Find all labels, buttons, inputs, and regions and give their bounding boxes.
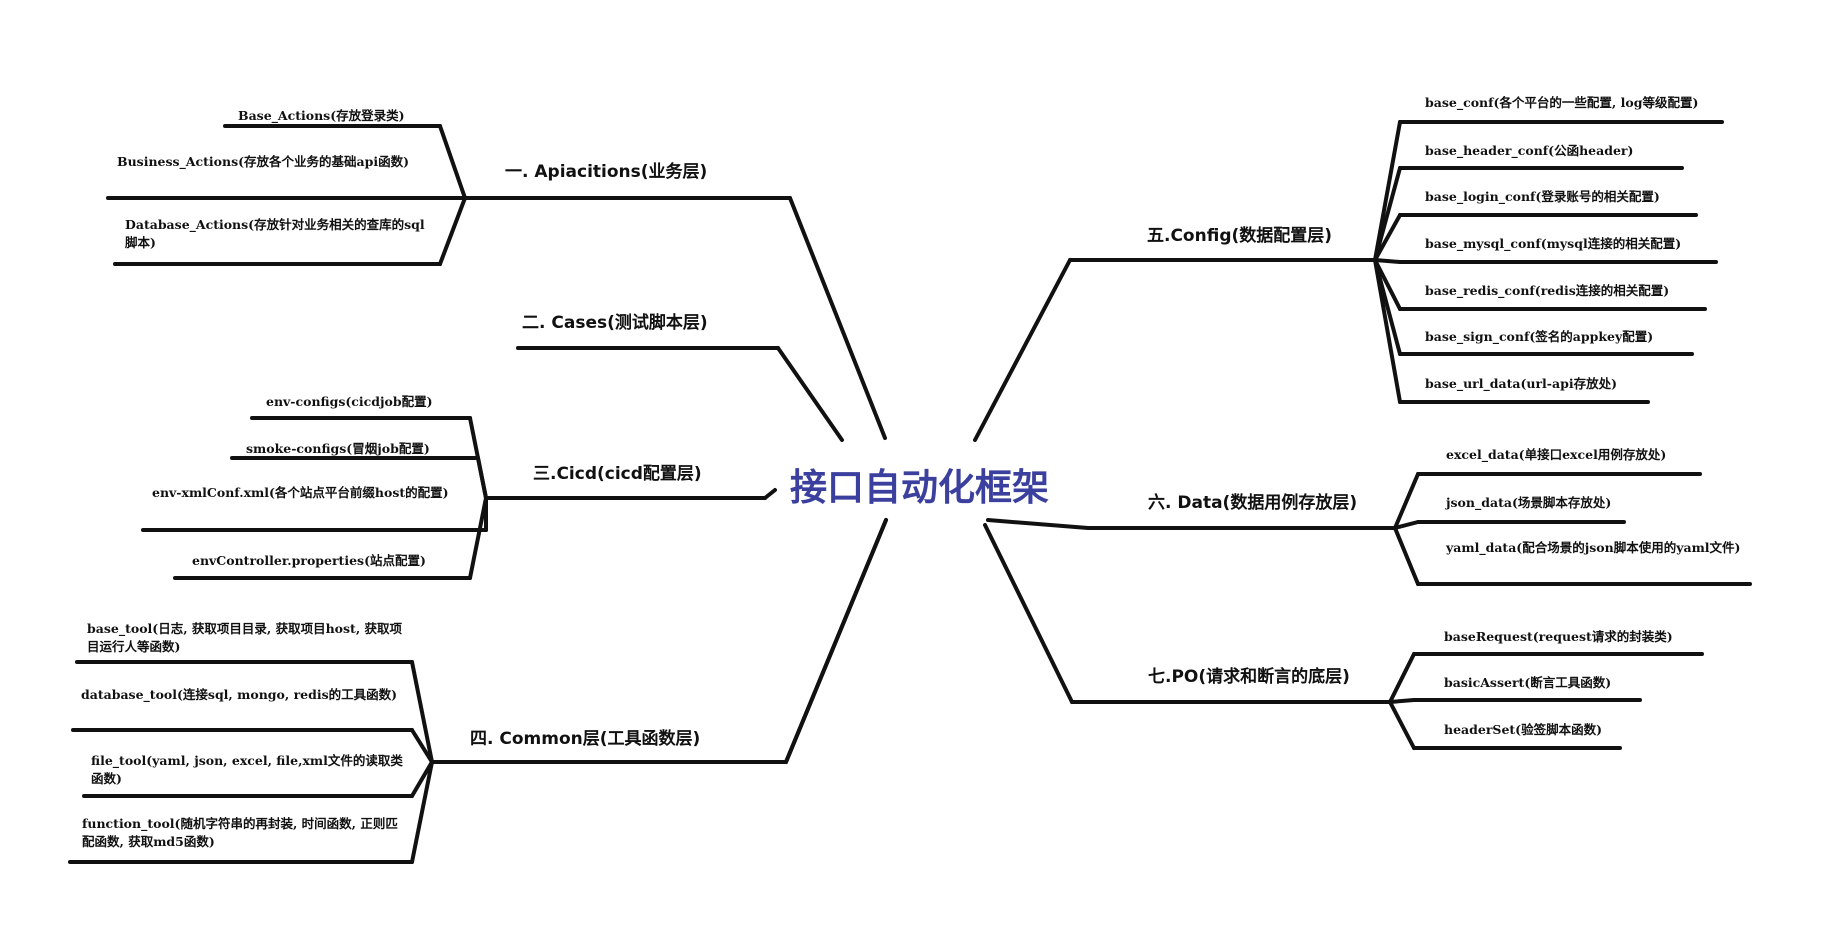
leaf-connector bbox=[1388, 700, 1416, 750]
leaf-label: base_mysql_conf(mysql连接的相关配置) bbox=[1425, 236, 1682, 251]
leaf-connector bbox=[1373, 166, 1402, 262]
center-topic: 接口自动化框架 bbox=[790, 466, 1049, 509]
leaf-label: smoke-configs(冒烟job配置) bbox=[246, 441, 430, 456]
branch-connector-6 bbox=[986, 518, 1090, 530]
leaf-label: base_url_data(url-api存放处) bbox=[1425, 376, 1617, 391]
leaf-connector bbox=[410, 760, 434, 864]
leaf-label: env-xmlConf.xml(各个站点平台前缀host的配置) bbox=[152, 485, 449, 500]
leaf-label: base_login_conf(登录账号的相关配置) bbox=[1425, 189, 1660, 204]
leaf-connector bbox=[1393, 526, 1420, 586]
leaf-label: base_tool(日志, 获取项目目录, 获取项目host, 获取项目运行人等… bbox=[87, 621, 403, 654]
branch-connector-2 bbox=[776, 346, 844, 442]
branch-connector-7 bbox=[983, 523, 1074, 704]
leaf-connector bbox=[1373, 258, 1402, 264]
leaf-label: headerSet(验签脚本函数) bbox=[1444, 722, 1603, 737]
branch-connector-5 bbox=[973, 258, 1072, 442]
leaf-label: json_data(场景脚本存放处) bbox=[1446, 495, 1612, 510]
leaf-label: file_tool(yaml, json, excel, file,xml文件的… bbox=[91, 753, 403, 786]
leaf-label: basicAssert(断言工具函数) bbox=[1444, 675, 1612, 690]
leaf-label: database_tool(连接sql, mongo, redis的工具函数) bbox=[81, 687, 398, 702]
leaf-label: Base_Actions(存放登录类) bbox=[238, 108, 405, 123]
leaf-connector bbox=[1388, 698, 1416, 704]
leaf-connector bbox=[1373, 258, 1402, 404]
branch-connector-1 bbox=[788, 196, 887, 440]
branch-title: 四. Common层(工具函数层) bbox=[470, 729, 701, 749]
leaf-connector bbox=[410, 728, 434, 764]
leaf-connector bbox=[1388, 652, 1416, 704]
branch-title: 七.PO(请求和断言的底层) bbox=[1148, 667, 1350, 687]
leaf-connector bbox=[476, 456, 488, 500]
leaf-label: envController.properties(站点配置) bbox=[192, 553, 426, 568]
leaf-connector bbox=[438, 196, 467, 266]
leaf-connector bbox=[438, 124, 467, 200]
leaf-label: base_header_conf(公函header) bbox=[1425, 143, 1634, 158]
leaf-connector bbox=[1373, 120, 1402, 262]
leaf-label: excel_data(单接口excel用例存放处) bbox=[1446, 447, 1667, 462]
branch-title: 六. Data(数据用例存放层) bbox=[1148, 493, 1358, 513]
leaf-label: base_conf(各个平台的一些配置, log等级配置) bbox=[1425, 95, 1699, 110]
branch-title: 一. Apiacitions(业务层) bbox=[505, 162, 708, 182]
leaf-label: base_sign_conf(签名的appkey配置) bbox=[1425, 329, 1654, 344]
leaf-connector bbox=[410, 660, 434, 764]
leaf-label: base_redis_conf(redis连接的相关配置) bbox=[1425, 283, 1670, 298]
leaf-label: function_tool(随机字符串的再封装, 时间函数, 正则匹配函数, 获… bbox=[82, 816, 398, 849]
branch-title: 三.Cicd(cicd配置层) bbox=[533, 464, 702, 484]
leaf-connector bbox=[1393, 520, 1420, 530]
leaf-label: env-configs(cicdjob配置) bbox=[266, 394, 433, 409]
leaf-connector bbox=[410, 760, 434, 798]
leaf-label: yaml_data(配合场景的json脚本使用的yaml文件) bbox=[1446, 540, 1741, 555]
branch-title: 五.Config(数据配置层) bbox=[1147, 226, 1333, 246]
branch-title: 二. Cases(测试脚本层) bbox=[522, 313, 708, 333]
branch-connector-4-trunk bbox=[784, 518, 888, 764]
leaf-connector bbox=[1373, 213, 1402, 262]
branch-connector-3 bbox=[763, 488, 777, 500]
leaf-label: Business_Actions(存放各个业务的基础api函数) bbox=[117, 154, 410, 169]
leaf-label: baseRequest(request请求的封装类) bbox=[1444, 629, 1673, 644]
leaf-connector bbox=[1393, 472, 1420, 530]
leaf-label: Database_Actions(存放针对业务相关的查库的sql脚本) bbox=[125, 217, 425, 250]
leaf-connector bbox=[468, 496, 488, 580]
